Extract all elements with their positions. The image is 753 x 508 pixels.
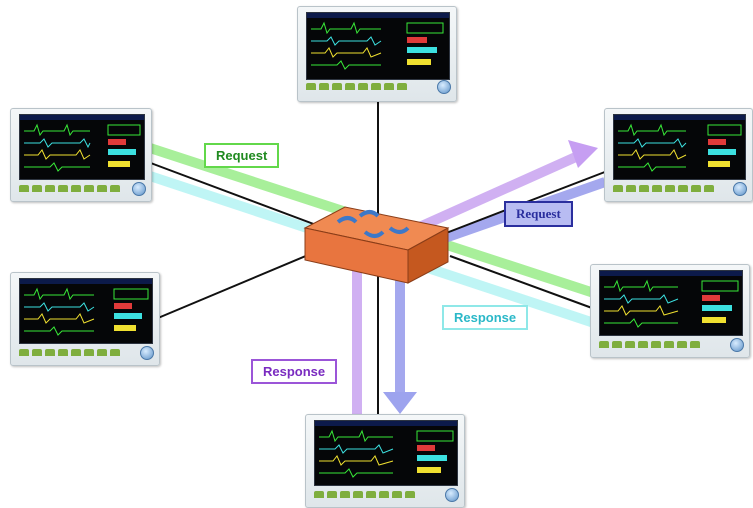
line-upper-left xyxy=(147,161,336,233)
monitor-buttons xyxy=(19,347,131,357)
waveforms-icon xyxy=(311,21,444,70)
monitor-lower-right xyxy=(590,264,750,358)
monitor-screen xyxy=(306,12,450,80)
line-lower-right xyxy=(449,255,593,309)
monitor-knob-icon xyxy=(140,346,154,360)
waveforms-icon xyxy=(618,123,742,172)
waveforms-icon xyxy=(604,279,739,328)
waveforms-icon xyxy=(24,287,149,336)
monitor-buttons xyxy=(314,489,426,499)
line-lower-left xyxy=(157,249,321,319)
network-switch-icon xyxy=(303,206,450,284)
monitor-screen xyxy=(599,270,743,336)
monitor-screen xyxy=(19,114,145,180)
switch-side-face xyxy=(407,227,449,284)
monitor-screen xyxy=(19,278,153,344)
monitor-knob-icon xyxy=(730,338,744,352)
monitor-bottom xyxy=(305,414,465,508)
response-label-cyan: Response xyxy=(442,305,529,330)
waveforms-icon xyxy=(319,429,454,478)
monitor-knob-icon xyxy=(733,182,747,196)
monitor-buttons xyxy=(306,81,418,91)
monitor-knob-icon xyxy=(445,488,459,502)
switch-arrows-icon xyxy=(336,210,410,238)
monitor-lower-left xyxy=(10,272,160,366)
monitor-buttons xyxy=(19,183,131,193)
monitor-knob-icon xyxy=(437,80,451,94)
waveforms-icon xyxy=(24,123,141,172)
monitor-screen xyxy=(613,114,746,180)
purple-arrowhead xyxy=(568,140,598,168)
request-label-blue: Request xyxy=(504,201,573,227)
monitor-buttons xyxy=(599,339,711,349)
monitor-upper-left xyxy=(10,108,152,202)
monitor-upper-right xyxy=(604,108,753,202)
monitor-screen xyxy=(314,420,458,486)
monitor-buttons xyxy=(613,183,725,193)
monitor-top xyxy=(297,6,457,102)
response-label-purple: Response xyxy=(251,359,338,384)
monitor-knob-icon xyxy=(132,182,146,196)
request-label-green: Request xyxy=(204,143,280,168)
blue-arrowhead xyxy=(383,392,417,414)
